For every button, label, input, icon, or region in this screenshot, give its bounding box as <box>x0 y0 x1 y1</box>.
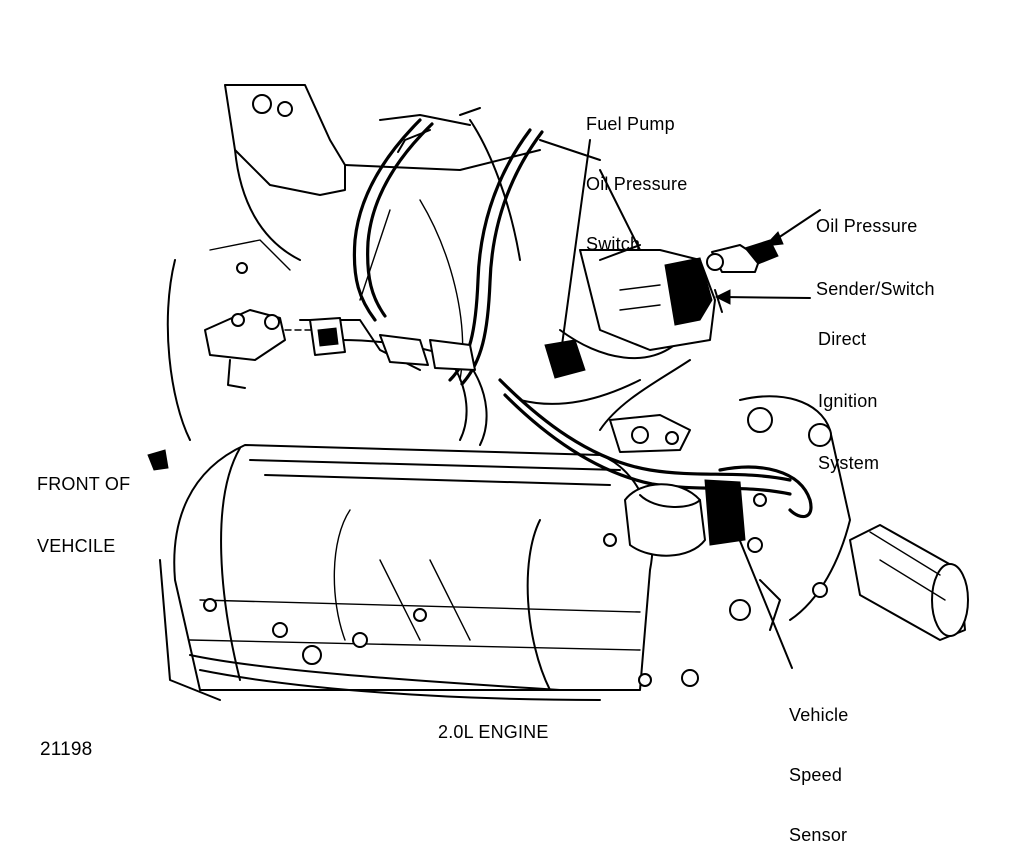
label-line: Oil Pressure <box>586 174 688 194</box>
housing-bolts <box>203 533 763 687</box>
label-line: System <box>818 453 880 473</box>
leader-lines <box>561 139 821 669</box>
wiring-harness <box>299 107 813 519</box>
label-line: Direct <box>818 329 867 349</box>
label-vehicle-speed-sensor: Vehicle Speed Sensor <box>789 665 848 865</box>
label-line: Switch <box>586 234 641 254</box>
label-fuel-pump-switch: Fuel Pump Oil Pressure Switch <box>586 74 687 274</box>
misc-fasteners <box>413 493 828 622</box>
oil-pressure-sender <box>706 239 779 273</box>
front-arrow-icon <box>147 449 169 471</box>
label-line: Oil Pressure <box>816 216 918 236</box>
fuel-pump-switch-part <box>609 414 691 453</box>
label-line: FRONT OF <box>37 474 131 494</box>
ignition-module <box>579 244 723 351</box>
label-line: VEHCILE <box>37 536 116 556</box>
leader-oil-pressure-sender <box>774 209 821 241</box>
figure-number: 21198 <box>40 739 93 760</box>
label-line: Sender/Switch <box>816 279 935 299</box>
label-line: Fuel Pump <box>586 114 675 134</box>
arrowhead-oil-pressure-sender <box>763 231 784 247</box>
right-housing <box>739 395 851 631</box>
leader-fuel-pump-switch <box>561 139 591 346</box>
label-line: Ignition <box>818 391 878 411</box>
leader-speed-sensor <box>737 535 793 669</box>
oil-filter <box>849 524 969 641</box>
mount-bracket <box>166 239 321 441</box>
arrowhead-direct-ignition <box>714 289 731 305</box>
label-direct-ignition: Direct Ignition System <box>818 289 879 493</box>
label-line: Vehicle <box>789 705 849 725</box>
leader-direct-ignition <box>721 296 811 299</box>
engine-illustration <box>147 84 969 701</box>
engine-caption: 2.0L ENGINE <box>438 722 549 742</box>
transmission-housing <box>159 444 654 701</box>
label-line: Sensor <box>789 825 848 845</box>
engine-diagram: Fuel Pump Oil Pressure Switch Oil Pressu… <box>37 74 969 845</box>
speed-sensor <box>624 479 751 621</box>
label-oil-pressure-sender: Oil Pressure Sender/Switch <box>816 176 935 319</box>
label-line: Speed <box>789 765 843 785</box>
connectors <box>309 317 586 379</box>
label-front-of-vehicle: FRONT OF VEHCILE <box>37 434 130 576</box>
